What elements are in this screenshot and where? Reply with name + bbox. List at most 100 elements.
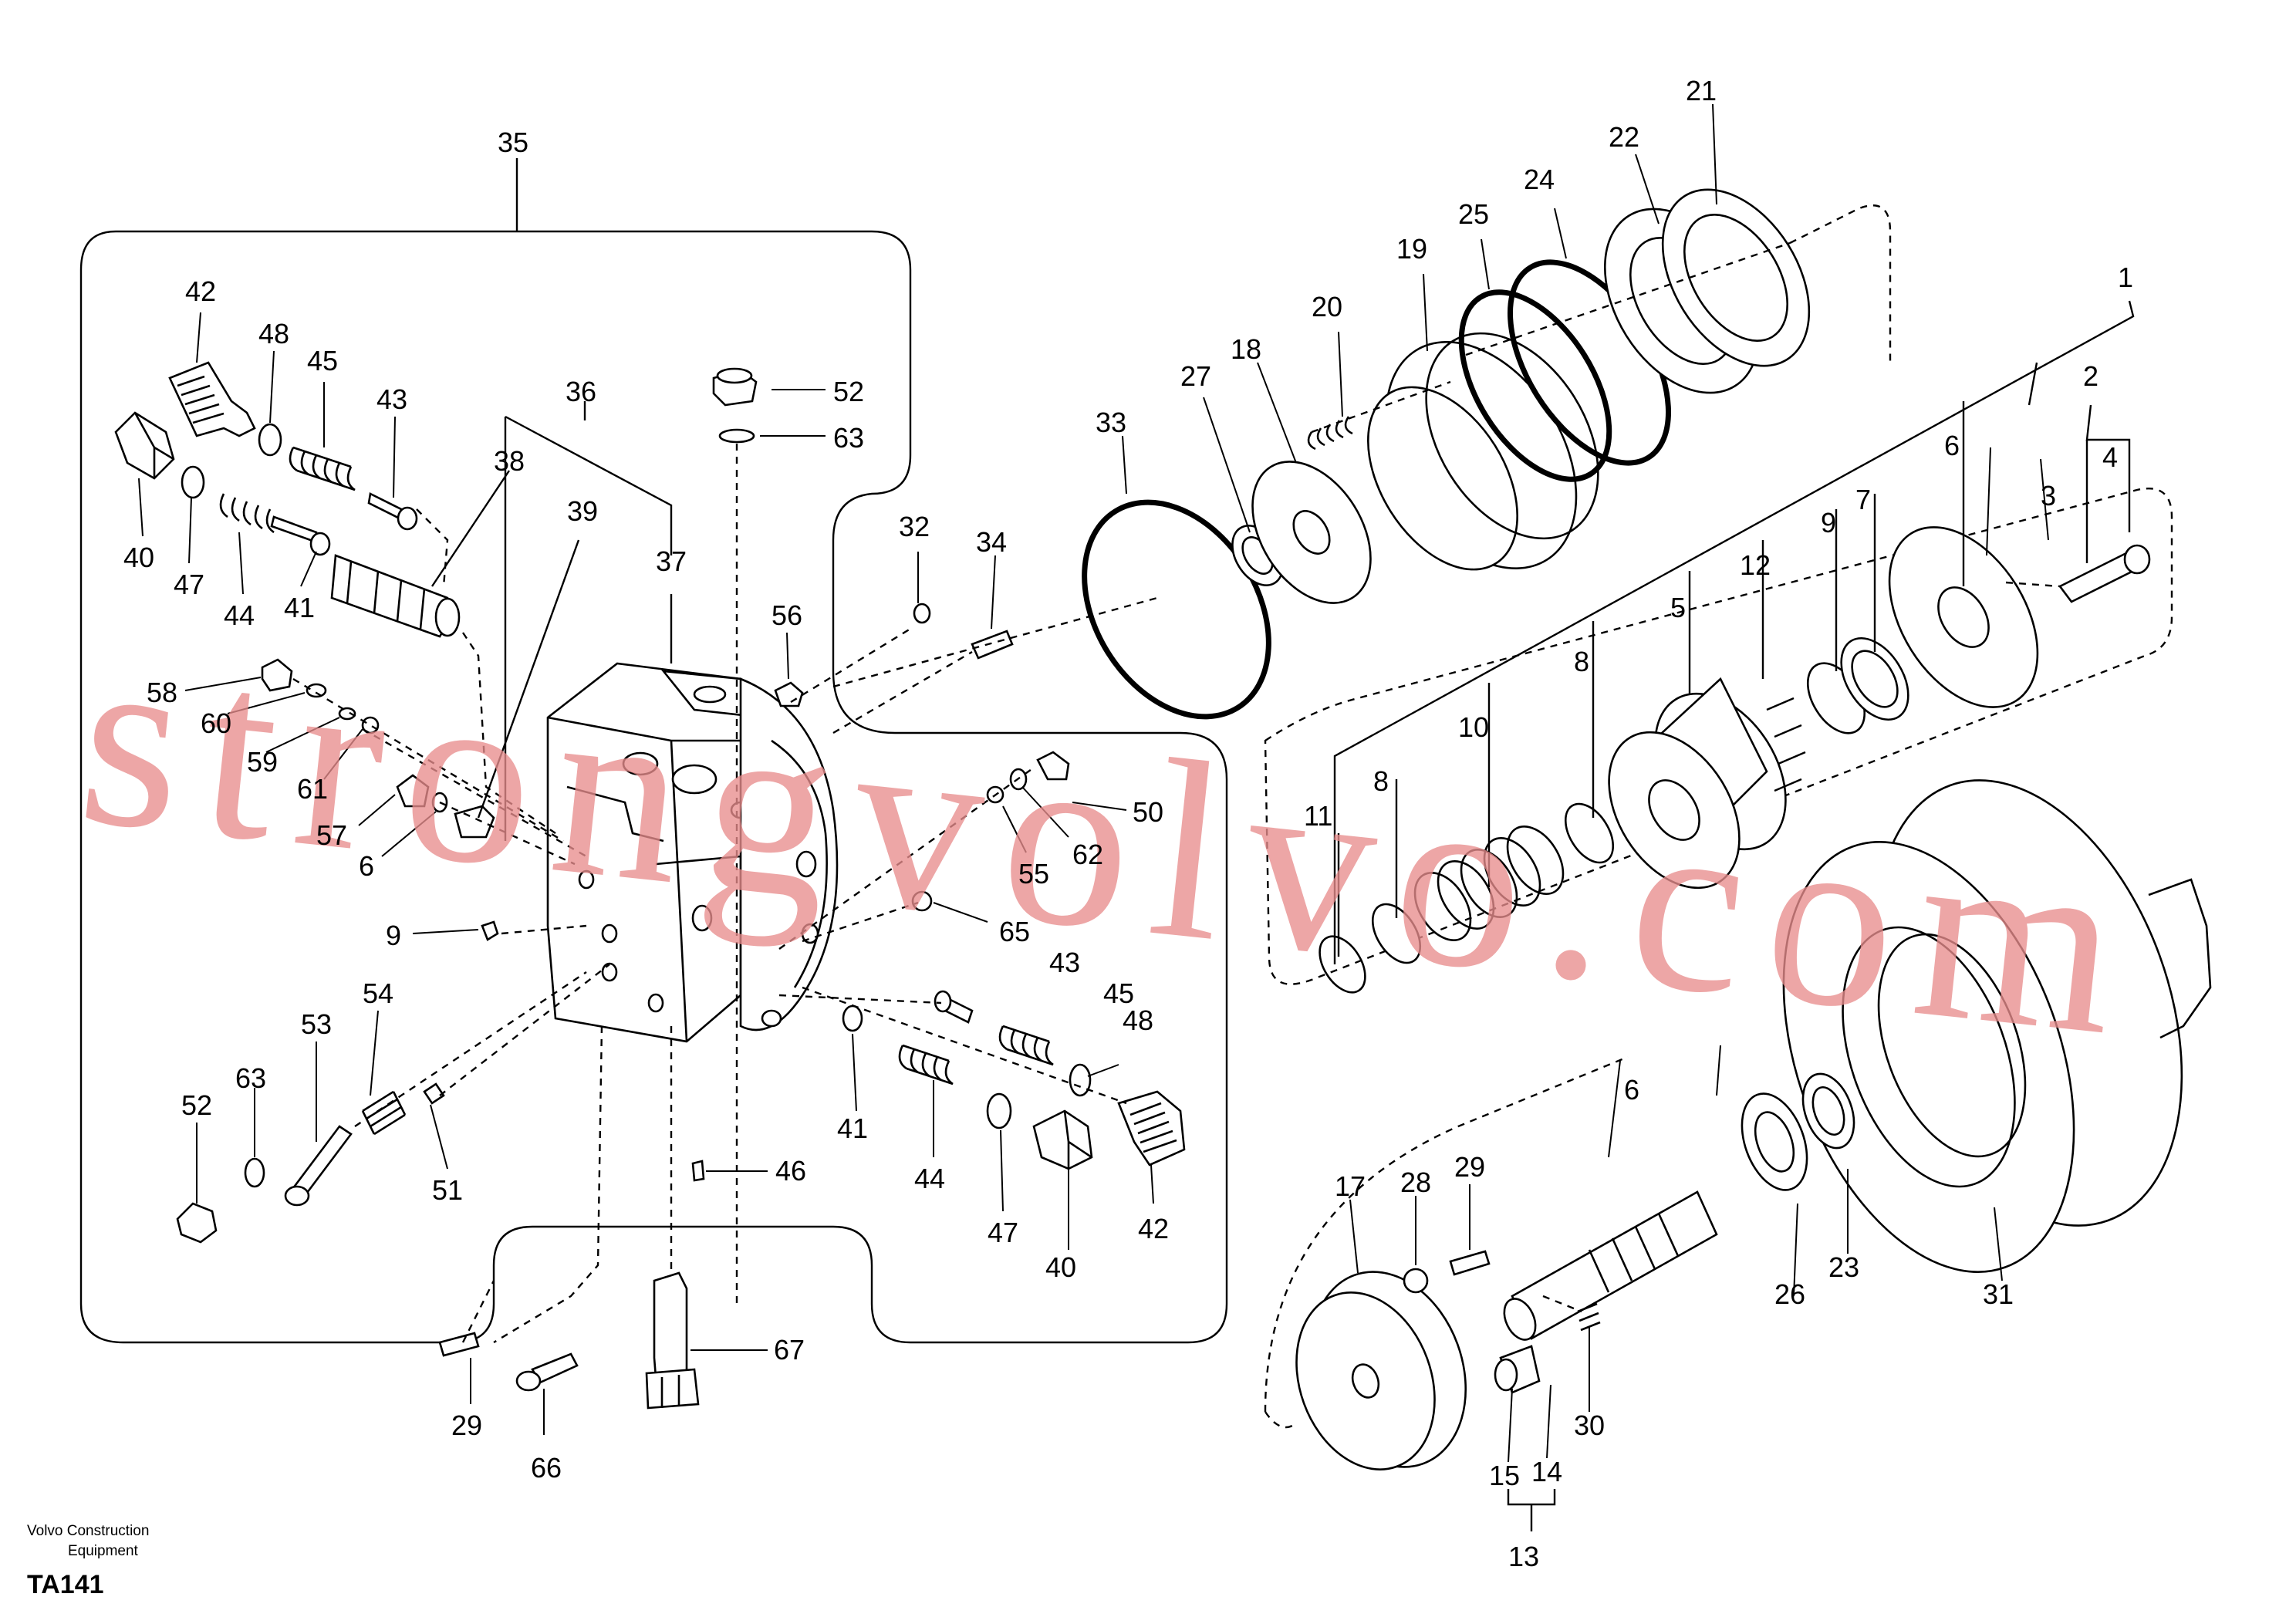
callout-41-upper: 41 xyxy=(284,592,315,623)
callout-47-upper: 47 xyxy=(174,569,204,600)
callout-7: 7 xyxy=(1855,484,1871,515)
callout-52-upper: 52 xyxy=(833,376,864,407)
callout-62: 62 xyxy=(1072,839,1103,870)
part-44-lower xyxy=(898,1044,954,1085)
callout-57: 57 xyxy=(316,819,347,851)
callout-labels: 1 2 3 4 5 6 6 6 7 8 8 9 9 10 11 12 13 14… xyxy=(123,75,2133,1572)
callout-24: 24 xyxy=(1524,164,1555,195)
part-6-small-oring xyxy=(431,792,448,813)
valve-block-37 xyxy=(546,662,839,1043)
part-48-lower xyxy=(1069,1063,1092,1097)
part-57 xyxy=(396,774,430,808)
callout-59: 59 xyxy=(247,746,278,778)
callout-28: 28 xyxy=(1400,1167,1431,1198)
callout-42-lower: 42 xyxy=(1138,1213,1169,1244)
part-67 xyxy=(645,1271,700,1410)
callout-31: 31 xyxy=(1983,1278,2014,1310)
callout-66: 66 xyxy=(531,1452,562,1484)
callout-65: 65 xyxy=(999,916,1030,947)
callout-35: 35 xyxy=(498,127,528,158)
callout-60: 60 xyxy=(201,707,231,739)
part-61-ball xyxy=(361,716,380,734)
callout-44-upper: 44 xyxy=(224,599,255,631)
callout-52-lower: 52 xyxy=(181,1089,212,1121)
part-46 xyxy=(691,1160,705,1182)
part-59-oring xyxy=(338,707,356,721)
callout-63-lower: 63 xyxy=(235,1062,266,1094)
callout-6-shaft: 6 xyxy=(1624,1074,1639,1106)
part-6-shaft xyxy=(1503,1190,1718,1341)
callout-10: 10 xyxy=(1458,711,1489,743)
part-47-upper xyxy=(181,465,205,499)
callout-37: 37 xyxy=(656,545,687,577)
callout-54: 54 xyxy=(363,977,393,1009)
callout-26: 26 xyxy=(1774,1278,1805,1310)
part-8-washer-upper xyxy=(1564,802,1615,864)
callout-40-lower: 40 xyxy=(1045,1251,1076,1283)
callout-42-upper: 42 xyxy=(185,275,216,307)
callout-22: 22 xyxy=(1609,121,1639,153)
part-62 xyxy=(1009,768,1028,791)
part-6-plate xyxy=(1888,526,2039,708)
part-43-lower xyxy=(934,990,974,1024)
callout-15: 15 xyxy=(1489,1460,1520,1491)
part-66-bolt xyxy=(515,1352,579,1392)
callout-48-lower: 48 xyxy=(1123,1004,1153,1036)
part-50 xyxy=(1036,751,1070,781)
callout-43-upper: 43 xyxy=(376,383,407,415)
callout-67: 67 xyxy=(774,1334,805,1366)
part-28-ball xyxy=(1403,1268,1429,1294)
part-8-washer-lower xyxy=(1371,903,1422,964)
part-12-pistons xyxy=(1766,697,1806,792)
callout-25: 25 xyxy=(1458,198,1489,230)
part-43-upper xyxy=(367,492,418,531)
callout-33: 33 xyxy=(1096,407,1126,438)
part-41-lower xyxy=(842,1004,863,1032)
callout-50: 50 xyxy=(1133,796,1163,828)
callout-1: 1 xyxy=(2118,262,2133,293)
part-32-oring xyxy=(913,603,931,624)
part-38-spool xyxy=(330,554,461,638)
callout-14: 14 xyxy=(1531,1456,1562,1487)
callout-12: 12 xyxy=(1740,549,1771,581)
part-52-upper xyxy=(712,367,758,407)
group-lower-dashed-outline xyxy=(1264,1055,1629,1429)
part-5-cylinder-block xyxy=(1608,677,1787,890)
callout-32: 32 xyxy=(899,511,930,542)
part-40-lower xyxy=(1032,1109,1093,1170)
part-23-seal xyxy=(1801,1072,1855,1150)
callout-9-ring: 9 xyxy=(1821,507,1836,539)
callout-53: 53 xyxy=(301,1008,332,1040)
callout-19: 19 xyxy=(1396,233,1427,265)
part-19-piston xyxy=(1367,332,1599,571)
callout-43-lower: 43 xyxy=(1049,947,1080,978)
callout-18: 18 xyxy=(1231,333,1261,365)
part-58 xyxy=(261,658,293,692)
part-14-collar xyxy=(1494,1345,1541,1394)
callout-36: 36 xyxy=(566,376,596,407)
callout-56: 56 xyxy=(772,599,802,631)
callout-29-right: 29 xyxy=(1454,1151,1485,1183)
callout-8-lower: 8 xyxy=(1373,765,1389,797)
callout-13: 13 xyxy=(1508,1541,1539,1572)
callout-63-upper: 63 xyxy=(833,422,864,454)
part-30 xyxy=(1577,1302,1601,1332)
part-7-ring xyxy=(1840,636,1909,721)
part-60 xyxy=(306,683,327,698)
callout-29-left: 29 xyxy=(451,1410,482,1441)
callout-55: 55 xyxy=(1018,858,1049,890)
part-45-lower xyxy=(998,1025,1054,1066)
callout-5: 5 xyxy=(1670,592,1686,623)
callout-45-lower: 45 xyxy=(1103,977,1134,1009)
callout-51: 51 xyxy=(432,1174,463,1206)
part-63-lower xyxy=(244,1157,265,1188)
part-52-lower xyxy=(176,1202,218,1244)
part-47-lower xyxy=(986,1092,1012,1129)
callout-8-upper: 8 xyxy=(1574,646,1589,677)
part-29-pin-left xyxy=(438,1332,480,1357)
callout-17: 17 xyxy=(1335,1170,1366,1202)
callout-58: 58 xyxy=(147,677,177,708)
part-3-4-pin xyxy=(2058,544,2151,603)
